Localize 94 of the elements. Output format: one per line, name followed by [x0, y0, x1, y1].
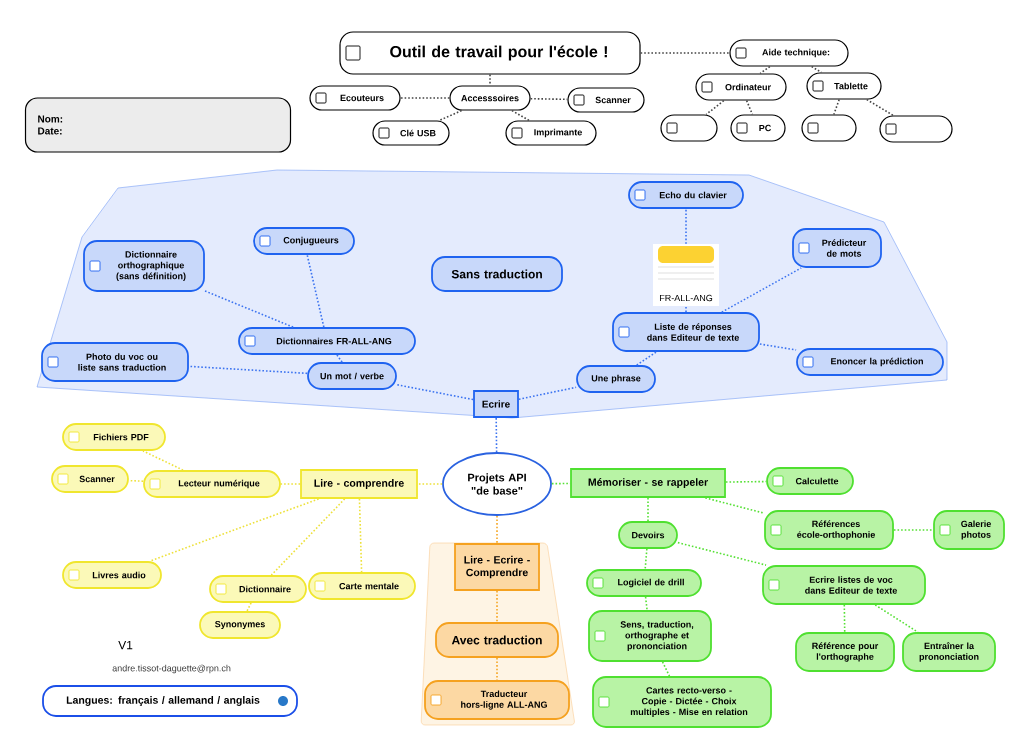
- branch-box: Ecrire: [473, 390, 519, 418]
- topic-box: Liste de réponses dans Editeur de texte: [612, 312, 760, 352]
- topic-box: Une phrase: [576, 365, 656, 393]
- connector: [866, 98, 895, 117]
- topic-box: Lecteur numérique: [143, 470, 281, 498]
- connector: [495, 417, 498, 453]
- connector: [644, 548, 648, 570]
- connector: [639, 52, 731, 54]
- topic-box: Logiciel de drill: [586, 569, 702, 597]
- topic-box: Enoncer la prédiction: [796, 348, 944, 376]
- topic-box: Avec traduction: [435, 622, 559, 658]
- connector: [399, 97, 451, 99]
- connector: [188, 365, 308, 375]
- topic-box: Traducteur hors-ligne ALL-ANG: [424, 680, 570, 720]
- topic-box: Fichiers PDF: [62, 423, 166, 451]
- branch-box: Lire - Ecrire - Comprendre: [454, 543, 540, 591]
- topic-box: Photo du voc ou liste sans traduction: [41, 342, 189, 382]
- connector: [833, 98, 840, 116]
- topic-box: Ordinateur: [695, 73, 787, 101]
- topic-box: Ecouteurs: [309, 85, 401, 111]
- connector: [496, 590, 498, 623]
- topic-box: Accesssoires: [449, 85, 531, 111]
- notepad-picture: FR-ALL-ANG: [653, 244, 719, 306]
- connector: [496, 515, 498, 544]
- connector: [518, 386, 577, 401]
- topic-box: Références école-orthophonie: [764, 510, 894, 550]
- connector: [128, 479, 144, 482]
- connector: [893, 529, 934, 531]
- topic-box: [801, 114, 857, 142]
- topic-box: Dictionnaire: [209, 575, 307, 603]
- topic-box: Synonymes: [199, 611, 281, 639]
- connector: [704, 497, 765, 514]
- topic-box: Echo du clavier: [628, 181, 744, 209]
- connector: [204, 290, 294, 328]
- topic-box: Ecrire listes de voc dans Editeur de texte: [762, 565, 926, 605]
- topic-box: Outil de travail pour l'école !: [339, 31, 641, 75]
- name-date-box: Nom: Date:: [24, 97, 292, 153]
- topic-box: Scanner: [567, 87, 645, 113]
- topic-box: Devoirs: [618, 521, 678, 549]
- topic-box: Aide technique:: [729, 39, 849, 67]
- connector: [661, 661, 671, 677]
- topic-box: Langues: français / allemand / anglais: [42, 685, 298, 717]
- connector: [396, 383, 474, 401]
- connector: [644, 596, 648, 611]
- connector: [270, 498, 346, 576]
- connector: [417, 483, 443, 485]
- topic-box: Cartes recto-verso - Copie - Dictée - Choix multiples - Mise en relation: [592, 676, 772, 728]
- branch-box: Lire - comprendre: [300, 469, 418, 499]
- connector: [759, 343, 797, 351]
- topic-box: Clé USB: [372, 120, 450, 146]
- topic-box: [660, 114, 718, 142]
- connector: [810, 65, 823, 74]
- topic-box: Carte mentale: [308, 572, 416, 600]
- connector: [843, 604, 846, 633]
- connector: [280, 483, 301, 485]
- topic-box: [879, 115, 953, 143]
- connector: [685, 305, 687, 313]
- topic-box: Sens, traduction, orthographe et prononciation: [588, 610, 712, 662]
- email-address: andre.tissot-daguette@rpn.ch: [112, 664, 231, 674]
- connector: [759, 65, 771, 75]
- topic-box: Galerie photos: [933, 510, 1005, 550]
- connector: [647, 497, 649, 522]
- topic-box: Un mot / verbe: [307, 362, 397, 390]
- connector: [438, 109, 463, 122]
- connector: [306, 254, 325, 328]
- topic-box: Dictionnaires FR-ALL-ANG: [238, 327, 416, 355]
- topic-box: Sans traduction: [431, 256, 563, 292]
- connector: [705, 99, 725, 116]
- connector: [725, 480, 767, 483]
- topic-box: Conjugueurs: [253, 227, 355, 255]
- topic-box: Référence pour l'orthographe: [795, 632, 895, 672]
- topic-box: Calculette: [766, 467, 854, 495]
- branch-box: Mémoriser - se rappeler: [570, 468, 726, 498]
- topic-box: Prédicteur de mots: [792, 228, 882, 268]
- connector: [496, 657, 498, 681]
- connector: [246, 602, 252, 612]
- connector: [336, 354, 343, 363]
- topic-box: Scanner: [51, 465, 129, 493]
- connector: [635, 351, 658, 366]
- connector: [511, 109, 530, 122]
- connector: [677, 541, 767, 566]
- connector: [551, 482, 571, 485]
- connector: [720, 267, 803, 313]
- connector: [874, 604, 919, 633]
- topic-box: Imprimante: [505, 120, 597, 146]
- topic-box: Dictionnaire orthographique (sans définition): [83, 240, 205, 292]
- topic-box: PC: [730, 114, 786, 142]
- connector: [142, 450, 184, 471]
- version-label: V1: [118, 640, 133, 650]
- topic-box: Tablette: [806, 72, 882, 100]
- topic-box: Livres audio: [62, 561, 162, 589]
- connector: [685, 208, 687, 245]
- topic-box: Entraîner la prononciation: [902, 632, 996, 672]
- connector: [358, 498, 363, 573]
